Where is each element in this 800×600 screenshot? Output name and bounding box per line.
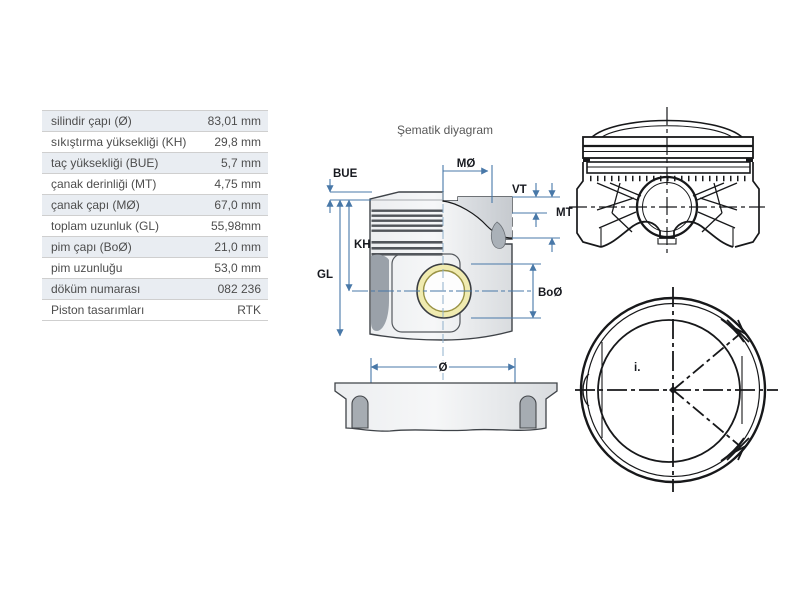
spec-value: 21,0 mm (214, 240, 261, 254)
bottom-view-slot (519, 395, 537, 429)
dim-label-mt: MT (556, 207, 573, 219)
table-row: Piston tasarımları RTK (42, 300, 268, 321)
bottom-view-body (334, 382, 558, 432)
spec-value: 4,75 mm (214, 177, 261, 191)
spec-label: taç yüksekliği (BUE) (51, 156, 159, 170)
table-row: çanak çapı (MØ) 67,0 mm (42, 195, 268, 216)
spec-label: döküm numarası (51, 282, 141, 296)
dim-label-bo: BoØ (538, 287, 562, 299)
diagram-title: Şematik diyagram (396, 123, 494, 137)
piston-top-view: i. (575, 287, 778, 492)
bottom-view-slot (351, 395, 369, 429)
spec-label: sıkıştırma yüksekliği (KH) (51, 135, 187, 149)
spec-label: pim çapı (BoØ) (51, 240, 132, 254)
spec-value: 29,8 mm (214, 135, 261, 149)
spec-value: 53,0 mm (214, 261, 261, 275)
table-row: toplam uzunluk (GL) 55,98mm (42, 216, 268, 237)
spec-table: silindir çapı (Ø) 83,01 mm sıkıştırma yü… (42, 110, 268, 321)
table-row: pim uzunluğu 53,0 mm (42, 258, 268, 279)
spec-label: toplam uzunluk (GL) (51, 219, 160, 233)
spec-value: 83,01 mm (207, 114, 261, 128)
spec-label: pim uzunluğu (51, 261, 123, 275)
piston-bottom-view (334, 382, 558, 432)
table-row: sıkıştırma yüksekliği (KH) 29,8 mm (42, 132, 268, 153)
dim-label-mo: MØ (457, 158, 476, 170)
table-row: döküm numarası 082 236 (42, 279, 268, 300)
spec-value: 55,98mm (210, 219, 261, 233)
spec-value: 5,7 mm (220, 156, 261, 170)
valve-pocket (720, 318, 750, 343)
spec-label: çanak çapı (MØ) (51, 198, 140, 212)
dim-label-kh: KH (354, 239, 371, 251)
piston-front-view (569, 107, 765, 254)
dim-label-dia: Ø (439, 362, 448, 374)
spec-value: 67,0 mm (214, 198, 261, 212)
casting-mark: i. (634, 362, 640, 374)
dim-label-gl: GL (317, 269, 333, 281)
schematic-diagram: BUE KH GL MØ VT MT BoØ Ø (317, 107, 778, 492)
bowl-circle (597, 319, 741, 463)
dim-label-bue: BUE (333, 168, 358, 180)
skirt-shading (371, 254, 389, 331)
table-row: pim çapı (BoØ) 21,0 mm (42, 237, 268, 258)
spec-value: 082 236 (217, 282, 261, 296)
skirt-ribs (596, 182, 738, 233)
dimension-lines: BUE KH GL MØ VT MT BoØ Ø (317, 158, 573, 383)
spec-label: çanak derinliği (MT) (51, 177, 157, 191)
table-row: silindir çapı (Ø) 83,01 mm (42, 111, 268, 132)
spec-label: silindir çapı (Ø) (51, 114, 132, 128)
piston-cross-section (352, 165, 533, 380)
table-row: taç yüksekliği (BUE) 5,7 mm (42, 153, 268, 174)
oil-drain (490, 221, 506, 249)
spec-label: Piston tasarımları (51, 303, 145, 317)
valve-pocket (720, 437, 750, 462)
spec-value: RTK (237, 303, 261, 317)
dim-label-vt: VT (512, 184, 527, 196)
table-row: çanak derinliği (MT) 4,75 mm (42, 174, 268, 195)
